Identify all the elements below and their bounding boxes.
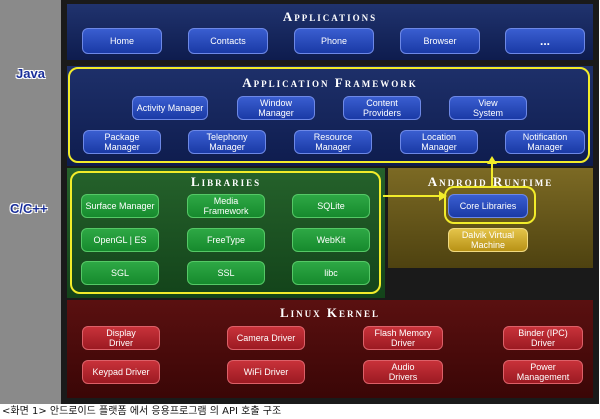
lib-ssl: SSL [187, 261, 265, 285]
framework-content-providers: Content Providers [343, 96, 421, 120]
kernel-wifi-driver: WiFi Driver [227, 360, 305, 384]
kernel-title: Linux Kernel [279, 305, 381, 320]
figure-caption: <화면 1> 안드로이드 플랫폼 에서 응용프로그램 의 API 호출 구조 [2, 406, 282, 417]
framework-location-manager: Location Manager [400, 130, 478, 154]
framework-resource-manager: Resource Manager [294, 130, 372, 154]
libraries-title: Libraries [190, 174, 262, 189]
lib-opengl-es: OpenGL | ES [81, 228, 159, 252]
framework-window-manager: Window Manager [237, 96, 315, 120]
linux-kernel-layer: Linux Kernel Display Driver Camera Drive… [67, 300, 593, 398]
core-libraries-highlight-outline [444, 186, 536, 224]
arrow-head-up [487, 156, 497, 164]
side-panel: Java C/C++ [0, 0, 61, 404]
lib-sgl: SGL [81, 261, 159, 285]
applications-title: Applications [282, 9, 378, 24]
lib-libc: libc [292, 261, 370, 285]
app-home: Home [82, 28, 162, 54]
android-runtime-layer: Android Runtime Core Libraries Dalvik Vi… [388, 168, 593, 268]
lib-sqlite: SQLite [292, 194, 370, 218]
kernel-flash-memory-driver: Flash Memory Driver [363, 326, 443, 350]
framework-highlight-outline [68, 67, 590, 163]
kernel-display-driver: Display Driver [82, 326, 160, 350]
app-more: ... [505, 28, 585, 54]
android-architecture-stack: Applications Home Contacts Phone Browser… [61, 0, 599, 404]
app-browser: Browser [400, 28, 480, 54]
framework-view-system: View System [449, 96, 527, 120]
framework-activity-manager: Activity Manager [132, 96, 208, 120]
libraries-layer: Libraries Surface Manager Media Framewor… [67, 168, 385, 298]
kernel-audio-drivers: Audio Drivers [363, 360, 443, 384]
kernel-binder-ipc-driver: Binder (IPC) Driver [503, 326, 583, 350]
kernel-keypad-driver: Keypad Driver [82, 360, 160, 384]
call-arrows [383, 156, 497, 201]
applications-layer: Applications Home Contacts Phone Browser… [67, 4, 593, 60]
framework-notification-manager: Notification Manager [505, 130, 585, 154]
lib-surface-manager: Surface Manager [81, 194, 159, 218]
runtime-core-libraries: Core Libraries [448, 194, 528, 218]
framework-telephony-manager: Telephony Manager [188, 130, 266, 154]
app-contacts: Contacts [188, 28, 268, 54]
arrow-head-right [439, 191, 447, 201]
kernel-camera-driver: Camera Driver [227, 326, 305, 350]
kernel-power-management: Power Management [503, 360, 583, 384]
libraries-highlight-outline [70, 171, 381, 294]
app-phone: Phone [294, 28, 374, 54]
cpp-label: C/C++ [10, 201, 48, 216]
runtime-dalvik-vm: Dalvik Virtual Machine [448, 228, 528, 252]
application-framework-layer: Application Framework Activity Manager W… [67, 66, 593, 166]
runtime-title: Android Runtime [427, 174, 554, 189]
lib-freetype: FreeType [187, 228, 265, 252]
lib-webkit: WebKit [292, 228, 370, 252]
java-label: Java [16, 66, 45, 81]
framework-title: Application Framework [242, 75, 418, 90]
framework-package-manager: Package Manager [83, 130, 161, 154]
lib-media-framework: Media Framework [187, 194, 265, 218]
